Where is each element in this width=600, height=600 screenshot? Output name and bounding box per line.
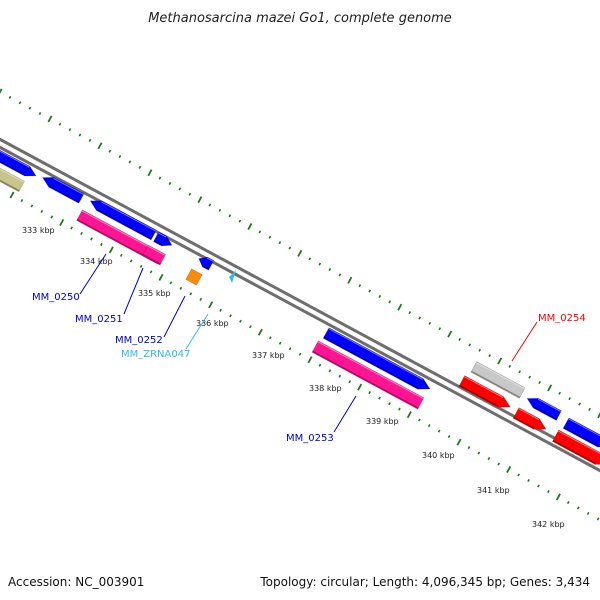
gene-block[interactable] bbox=[470, 361, 526, 399]
tick-rows bbox=[0, 88, 600, 521]
gene-label-mm-0252[interactable]: MM_0252 bbox=[115, 335, 163, 346]
kbp-label: 342 kbp bbox=[532, 520, 565, 529]
gene-block[interactable] bbox=[322, 327, 433, 395]
gene-block[interactable] bbox=[153, 231, 174, 250]
gene-label-mm-0253[interactable]: MM_0253 bbox=[286, 433, 334, 444]
kbp-label: 337 kbp bbox=[252, 351, 285, 360]
gene-label-mm-0251[interactable]: MM_0251 bbox=[75, 314, 123, 325]
kbp-label: 341 kbp bbox=[477, 486, 510, 495]
map-title: Methanosarcina mazei Go1, complete genom… bbox=[148, 11, 452, 26]
gene-block[interactable] bbox=[40, 173, 85, 204]
tick-row-inner bbox=[9, 191, 600, 521]
gene-block[interactable] bbox=[196, 254, 215, 271]
gene-block[interactable] bbox=[88, 196, 157, 241]
gene-block[interactable] bbox=[0, 161, 25, 193]
gene-labels: MM_0250 MM_0251 MM_0252 MM_ZRNA047 MM_02… bbox=[32, 292, 586, 444]
gene-block[interactable] bbox=[458, 375, 513, 413]
gene-block[interactable] bbox=[562, 417, 600, 452]
gene-label-mm-0254[interactable]: MM_0254 bbox=[538, 313, 586, 324]
kbp-label: 336 kbp bbox=[196, 319, 229, 328]
kbp-label: 340 kbp bbox=[422, 451, 455, 460]
gene-features bbox=[0, 146, 600, 470]
gene-label-mm-zrna047[interactable]: MM_ZRNA047 bbox=[121, 349, 190, 360]
genome-backbone bbox=[0, 137, 600, 473]
ncrna-feature[interactable] bbox=[229, 270, 236, 283]
accession-text: Accession: NC_003901 bbox=[8, 575, 144, 589]
kbp-label: 333 kbp bbox=[22, 226, 55, 235]
kbp-label: 335 kbp bbox=[138, 289, 171, 298]
kbp-label: 338 kbp bbox=[309, 384, 342, 393]
gene-block[interactable] bbox=[0, 146, 39, 180]
gene-block[interactable] bbox=[552, 429, 600, 470]
gene-block[interactable] bbox=[141, 244, 167, 266]
gene-label-mm-0250[interactable]: MM_0250 bbox=[32, 292, 80, 303]
trna-feature[interactable] bbox=[185, 268, 203, 286]
gene-block[interactable] bbox=[512, 407, 549, 435]
kbp-label: 339 kbp bbox=[366, 417, 399, 426]
kbp-scale-labels: 333 kbp 334 kbp 335 kbp 336 kbp 337 kbp … bbox=[22, 226, 565, 529]
kbp-label: 334 kbp bbox=[80, 257, 113, 266]
gene-block[interactable] bbox=[311, 340, 425, 410]
gene-block[interactable] bbox=[525, 394, 562, 421]
gene-label-leaders bbox=[79, 253, 538, 433]
genome-summary-text: Topology: circular; Length: 4,096,345 bp… bbox=[259, 575, 590, 589]
tick-row-outer bbox=[0, 88, 600, 419]
